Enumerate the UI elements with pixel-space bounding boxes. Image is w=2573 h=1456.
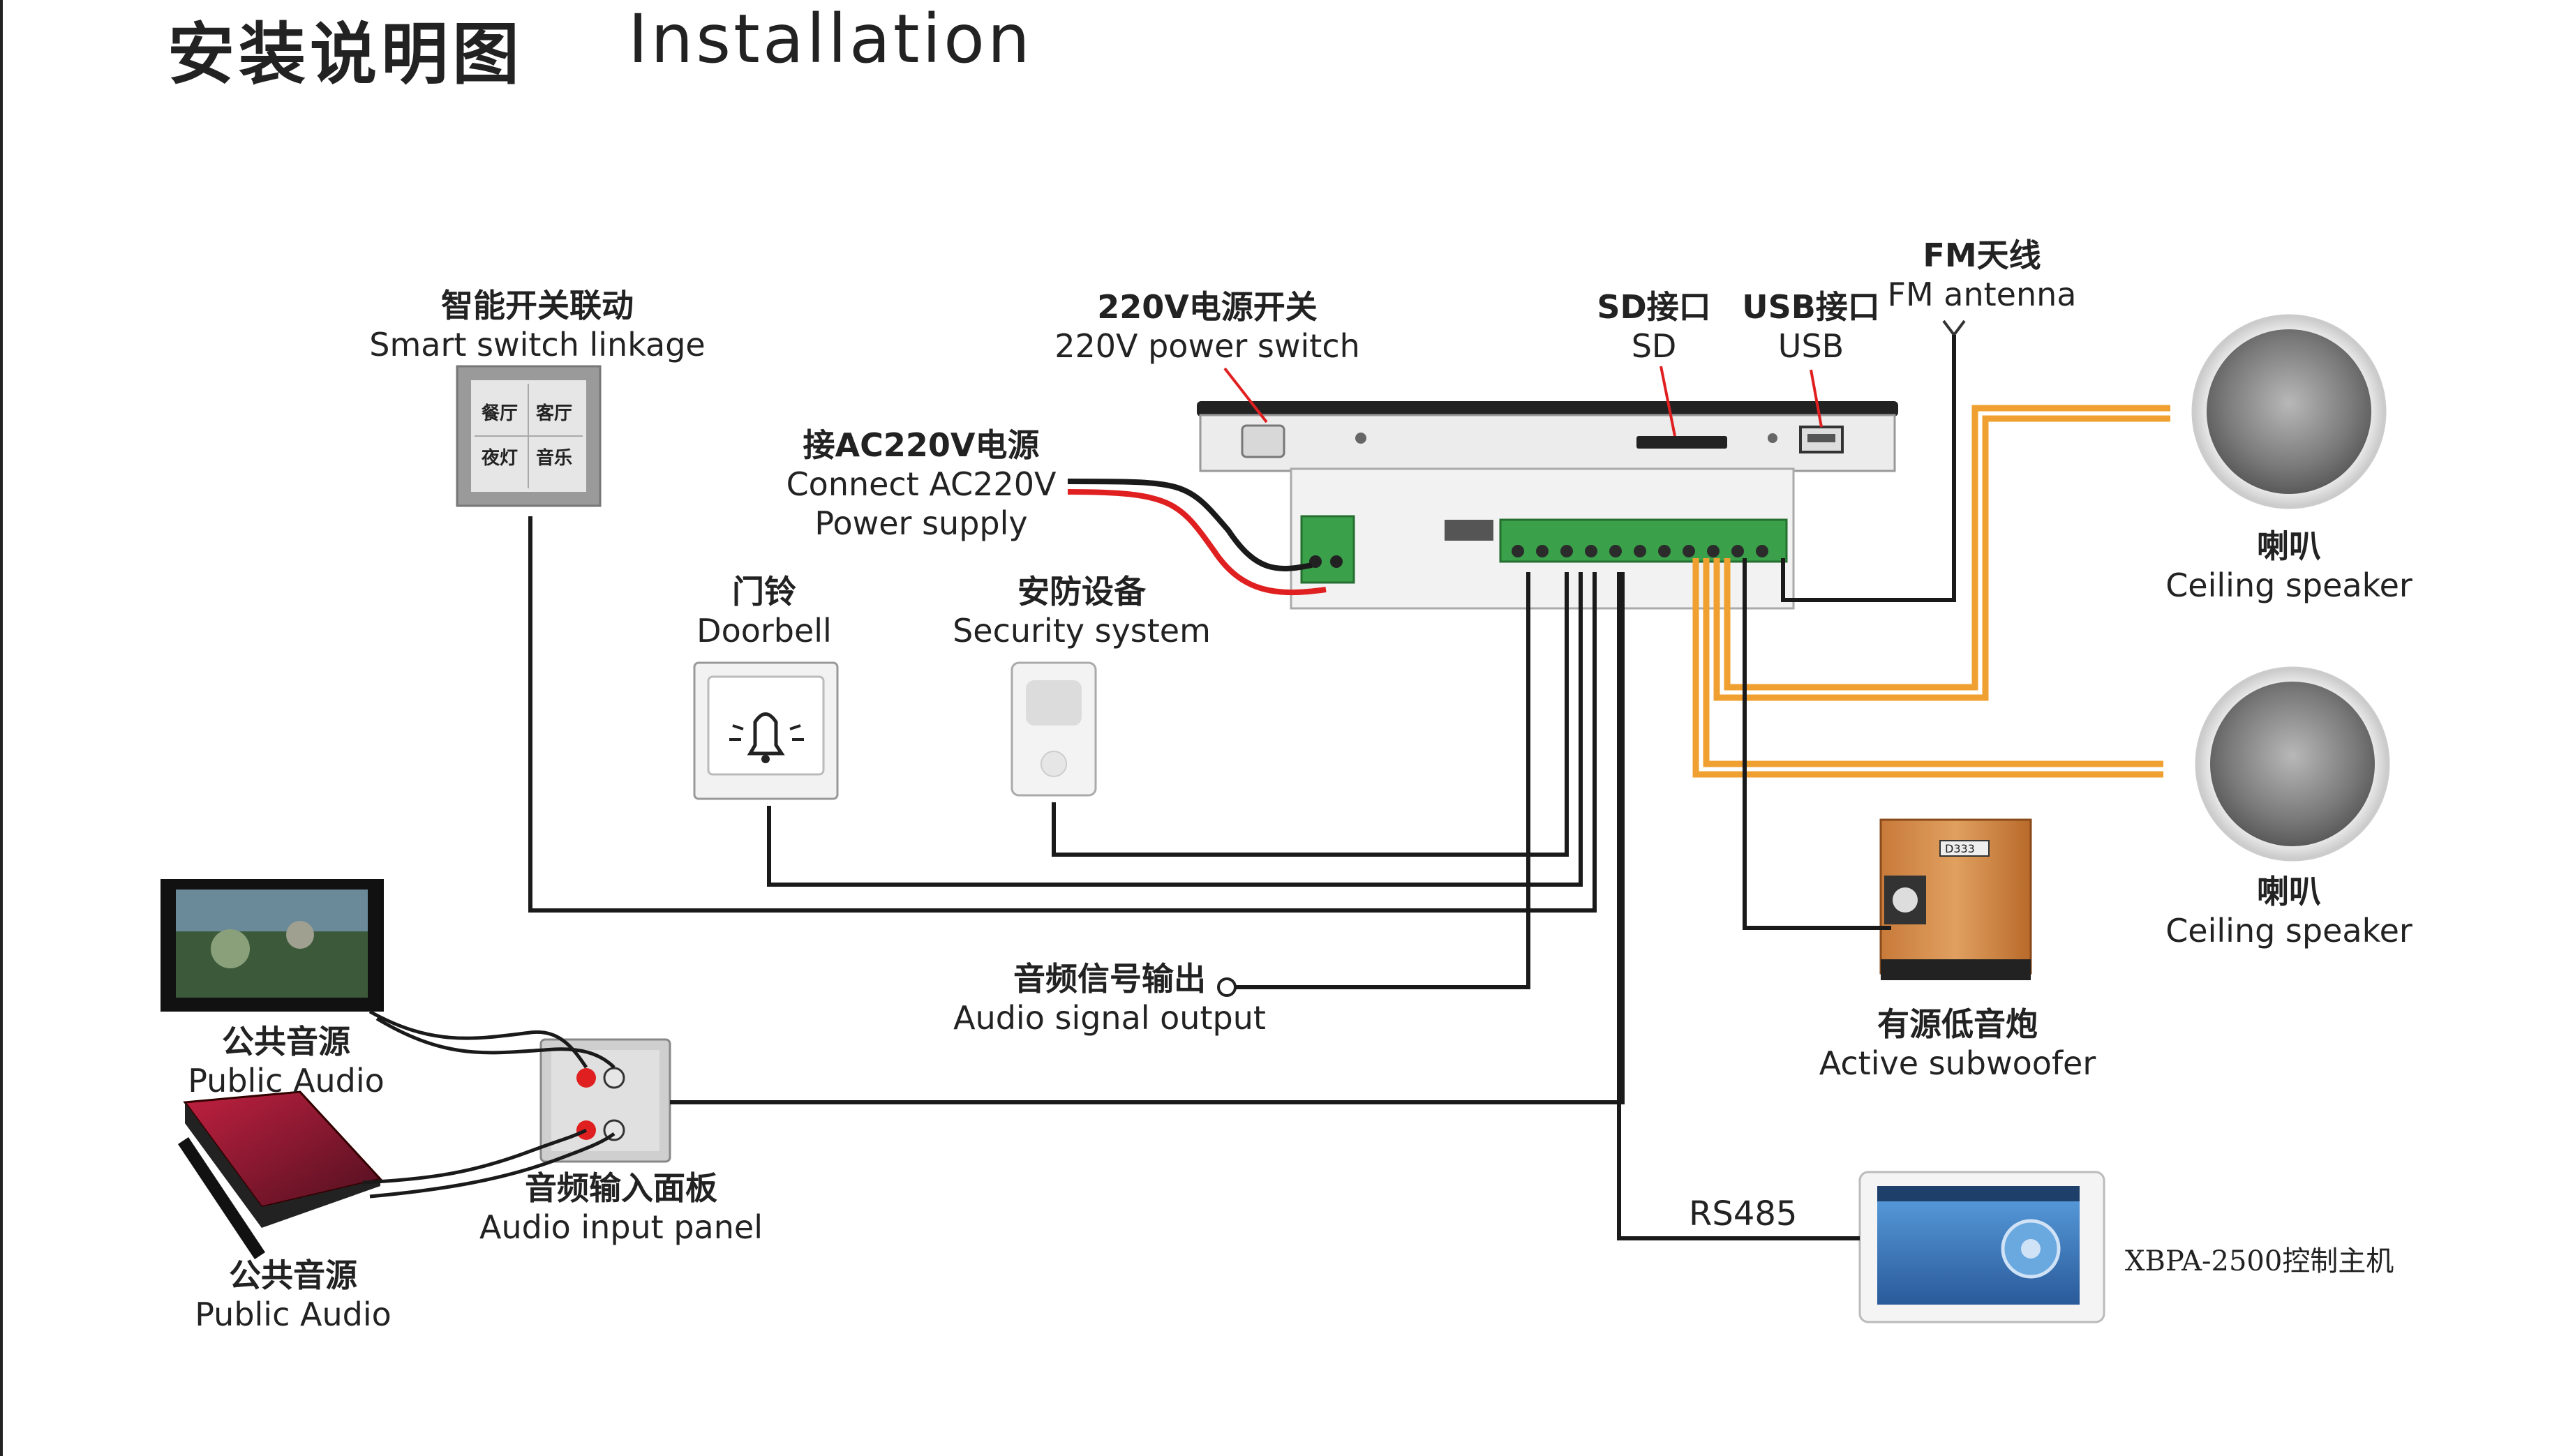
subwoofer-badge: D333 <box>1945 842 1975 855</box>
label-smart-switch: 智能开关联动 Smart switch linkage <box>369 287 706 363</box>
audio-input-panel <box>539 1038 671 1163</box>
label-rs485: RS485 <box>1689 1194 1798 1233</box>
security-sensor <box>1010 661 1097 797</box>
label-ac-power: 接AC220V电源 Connect AC220V Power supply <box>786 426 1057 542</box>
label-audio-input-panel: 音频输入面板 Audio input panel <box>479 1169 763 1246</box>
title-english: Installation <box>628 0 1033 78</box>
main-amplifier-unit <box>1197 401 1898 610</box>
title-chinese: 安装说明图 <box>167 15 523 93</box>
active-subwoofer <box>1879 818 2032 980</box>
label-ceiling-speaker-1: 喇叭 Ceiling speaker <box>2165 527 2412 604</box>
switch-button-music: 音乐 <box>536 448 573 469</box>
public-audio-tv <box>161 879 384 1012</box>
xbpa-2500-controller <box>1858 1171 2105 1323</box>
switch-button-night: 夜灯 <box>482 448 519 469</box>
smart-switch-panel <box>456 365 602 507</box>
left-border <box>0 0 3 1456</box>
fm-antenna <box>1781 320 1966 602</box>
switch-button-living: 客厅 <box>536 403 573 424</box>
label-doorbell: 门铃 Doorbell <box>696 573 832 650</box>
label-sd: SD接口 SD <box>1597 288 1711 365</box>
label-public-audio-laptop: 公共音源 Public Audio <box>195 1256 391 1333</box>
label-public-audio-tv: 公共音源 Public Audio <box>188 1023 385 1099</box>
speaker-wires <box>1692 405 2170 778</box>
doorbell-panel <box>693 661 839 800</box>
label-fm-antenna: FM天线 FM antenna <box>1887 237 2077 313</box>
label-power-switch: 220V电源开关 220V power switch <box>1054 288 1360 365</box>
label-usb: USB接口 USB <box>1742 288 1880 365</box>
switch-button-dining: 餐厅 <box>482 403 519 424</box>
label-security-system: 安防设备 Security system <box>953 573 1211 650</box>
public-audio-laptop <box>178 1090 382 1259</box>
label-active-subwoofer: 有源低音炮 Active subwoofer <box>1819 1005 2096 1082</box>
label-audio-signal-output: 音频信号输出 Audio signal output <box>953 960 1266 1037</box>
label-controller: XBPA-2500控制主机 <box>2125 1245 2394 1277</box>
label-ceiling-speaker-2: 喇叭 Ceiling speaker <box>2165 873 2412 950</box>
ceiling-speaker-1 <box>2191 314 2387 509</box>
ceiling-speaker-2 <box>2195 666 2390 862</box>
